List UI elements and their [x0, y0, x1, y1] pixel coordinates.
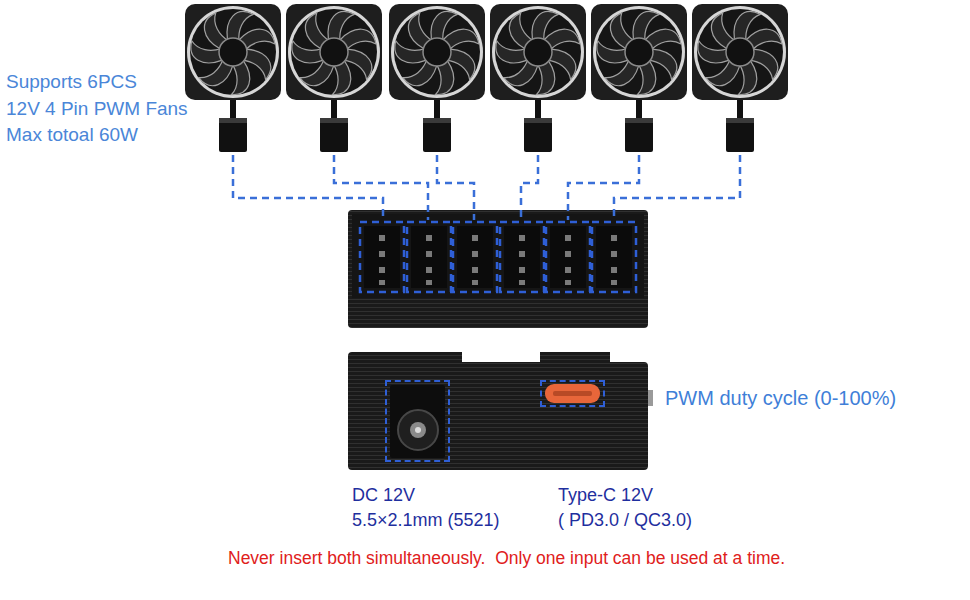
fans — [185, 4, 788, 152]
port-title: Type-C 12V — [558, 483, 619, 508]
hub-housing — [348, 352, 648, 470]
dashed-wire — [437, 155, 474, 220]
dashed-wire — [521, 155, 538, 220]
hub-top-view — [348, 210, 648, 328]
hub-face — [352, 214, 644, 298]
port-spec: 5.5×2.1mm (5521) — [352, 508, 413, 533]
fan-port — [360, 222, 404, 292]
dashed-wire — [614, 155, 740, 220]
dc-jack — [390, 385, 445, 458]
usb-c-port — [545, 384, 600, 403]
dc-jack — [398, 410, 438, 450]
spec-note: Supports 6PCS — [6, 71, 137, 94]
fan-icon — [591, 4, 687, 152]
usb-c-port — [553, 391, 592, 396]
dashed-wire — [334, 155, 428, 220]
fan-icon — [490, 4, 586, 152]
fan-port — [453, 222, 497, 292]
spec-note: 12V 4 Pin PWM Fans — [6, 98, 188, 121]
dc-jack — [410, 422, 426, 438]
port-spec: ( PD3.0 / QC3.0) — [558, 508, 619, 533]
control-note: PWM duty cycle (0-100%) — [665, 386, 896, 410]
fan-wires — [233, 155, 740, 220]
fan-icon — [692, 4, 788, 152]
fan-icon — [185, 4, 281, 152]
dashed-wire — [568, 155, 639, 220]
fan-port — [407, 222, 451, 292]
fan-port — [592, 222, 636, 292]
hub-side-view — [348, 352, 653, 470]
pwm-knob — [648, 390, 653, 406]
spec-note: Max totoal 60W — [6, 124, 138, 147]
dashed-wire — [233, 155, 383, 220]
fan-icon — [286, 4, 382, 152]
port-outline: DC 12V5.5×2.1mm (5521) — [385, 380, 450, 462]
warning-note: Never insert both simultaneously. Only o… — [228, 548, 785, 569]
fan-port — [546, 222, 590, 292]
hub-housing — [348, 210, 648, 328]
dc-jack — [415, 427, 421, 433]
fan-port — [500, 222, 544, 292]
fan-icon — [389, 4, 485, 152]
port-title: DC 12V — [352, 483, 413, 508]
port-outline: Type-C 12V( PD3.0 / QC3.0) — [540, 380, 605, 407]
